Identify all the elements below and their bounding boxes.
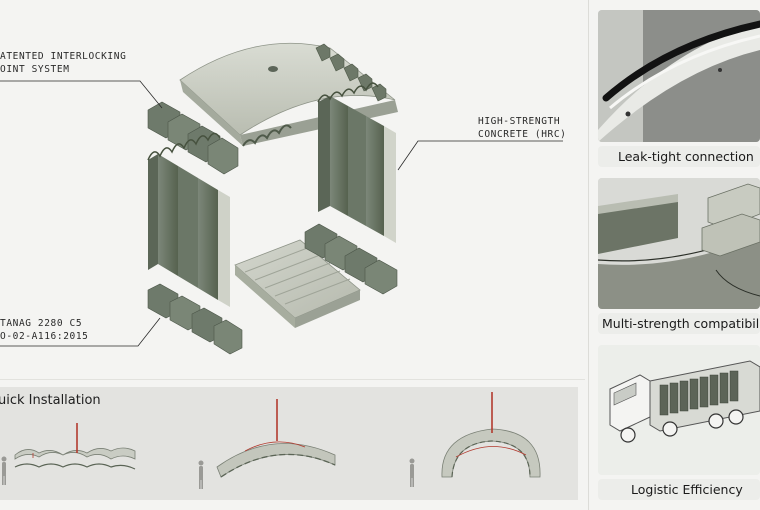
left-wall-segment xyxy=(147,132,230,307)
person-figure-icon xyxy=(409,458,415,487)
truck-icon xyxy=(609,360,760,443)
right-wall-segment xyxy=(317,82,396,243)
installation-stage-3 xyxy=(409,392,541,487)
feature-card-multi-strength: Multi-strength compatibili xyxy=(598,178,760,334)
feature-card-logistic: Logistic Efficiency xyxy=(598,345,760,500)
left-joint-connector xyxy=(147,101,239,175)
callout-line: HIGH-STRENGTH xyxy=(478,116,561,127)
callout-line: ATENTED INTERLOCKING xyxy=(0,51,127,62)
callout-line: OINT SYSTEM xyxy=(0,64,70,75)
feature-label: Leak-tight connection xyxy=(598,146,760,167)
quick-installation-panel: uick Installation xyxy=(0,387,578,500)
callout-line: CONCRETE (HRC) xyxy=(478,129,567,140)
leak-tight-image xyxy=(598,10,760,142)
logistic-efficiency-image xyxy=(598,345,760,475)
installation-stage-2 xyxy=(198,399,336,489)
person-figure-icon xyxy=(1,456,7,485)
section-divider xyxy=(0,379,585,380)
left-bottom-joint xyxy=(147,283,243,355)
feature-card-leak-tight: Leak-tight connection xyxy=(598,10,760,167)
feature-label: Logistic Efficiency xyxy=(598,479,760,500)
callout-leader-lines xyxy=(0,80,563,347)
quick-installation-title: uick Installation xyxy=(0,393,101,408)
feature-label: Multi-strength compatibili xyxy=(598,313,760,334)
person-figure-icon xyxy=(198,460,204,489)
column-divider xyxy=(588,0,589,510)
callout-line: TANAG 2280 C5 xyxy=(0,318,83,329)
joint-system-callout: ATENTED INTERLOCKING OINT SYSTEM xyxy=(0,50,126,76)
exploded-module-illustration xyxy=(0,42,563,355)
floor-segment xyxy=(234,239,361,328)
standard-callout: TANAG 2280 C5 O-02-A116:2015 xyxy=(0,317,88,343)
callout-line: O-02-A116:2015 xyxy=(0,331,89,342)
concrete-callout: HIGH-STRENGTH CONCRETE (HRC) xyxy=(478,115,566,141)
multi-strength-image xyxy=(598,178,760,309)
right-bottom-joint xyxy=(304,223,398,295)
installation-stage-1 xyxy=(1,423,136,485)
